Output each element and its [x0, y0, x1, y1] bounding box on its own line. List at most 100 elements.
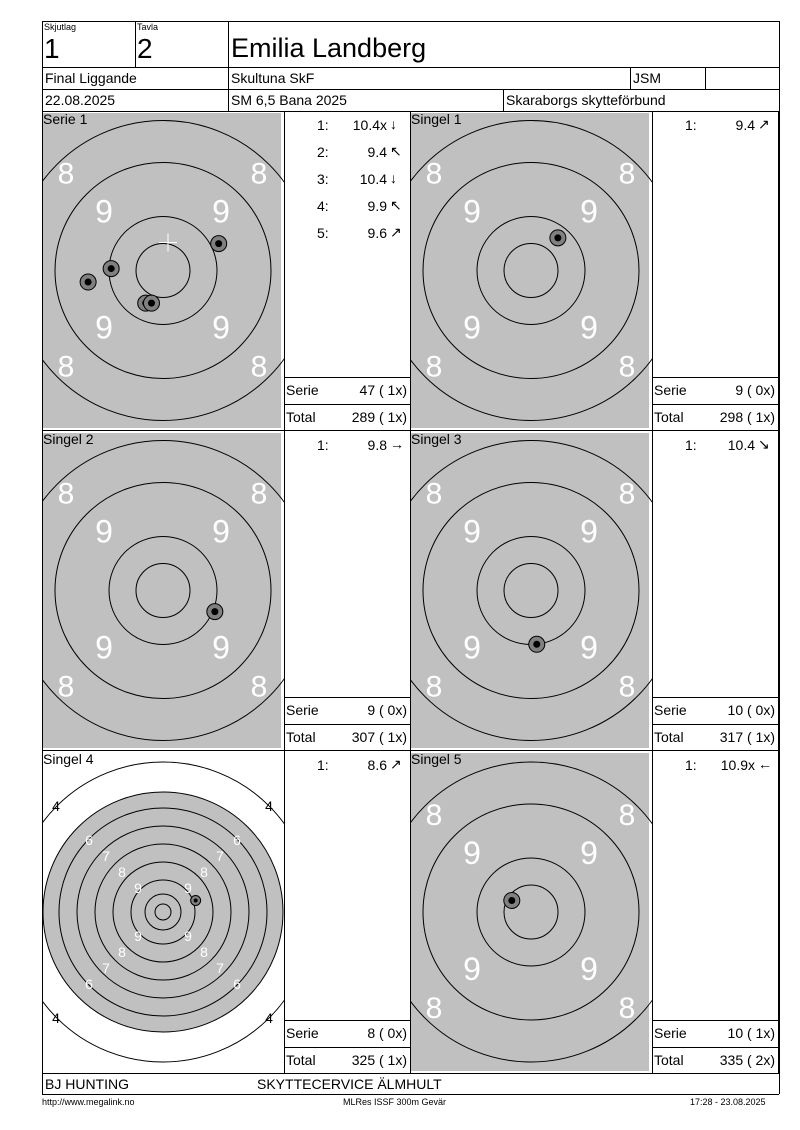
- serie-label: Serie: [654, 382, 687, 398]
- shot-center: [193, 898, 198, 903]
- total-value: 289 ( 1x): [351, 409, 407, 425]
- target-background: [411, 753, 649, 1071]
- tavla-value: 2: [137, 33, 153, 64]
- target-background: [411, 433, 649, 748]
- shot-value: 10.4: [727, 437, 755, 453]
- target-ring: [422, 803, 640, 1021]
- serie-label: Serie: [286, 1025, 319, 1041]
- shot-center: [147, 299, 155, 307]
- target-ring: [411, 120, 653, 421]
- panel-label: Singel 5: [411, 751, 462, 767]
- ring-number: 9: [184, 880, 192, 896]
- shot-direction-icon: ↓: [390, 170, 397, 186]
- serie-label: Serie: [654, 1025, 687, 1041]
- tavla-label: Tavla: [137, 22, 159, 32]
- ring-number: 8: [619, 158, 636, 191]
- ring-number: 9: [580, 310, 598, 346]
- shot-center: [211, 608, 219, 616]
- target-background: [43, 433, 281, 748]
- shot-direction-icon: ↗: [390, 756, 402, 772]
- target-ring: [94, 843, 232, 981]
- shot-direction-icon: ↗: [758, 116, 770, 132]
- serie-value: 10 ( 1x): [727, 1025, 775, 1041]
- ring-number: 5: [249, 814, 257, 830]
- target-ring: [58, 807, 268, 1017]
- total-label: Total: [286, 1052, 316, 1068]
- shot-direction-icon: ↓: [390, 116, 397, 132]
- footer-timestamp: 17:28 - 23.08.2025: [690, 1097, 766, 1107]
- competition-name: SM 6,5 Bana 2025: [231, 92, 347, 108]
- ring-number: 8: [619, 799, 636, 832]
- target-ring: [54, 162, 272, 379]
- ring-number: 8: [251, 351, 268, 384]
- serie-label: Serie: [286, 702, 319, 718]
- shot-value: 9.4: [735, 117, 755, 133]
- ring-number: 8: [58, 158, 75, 191]
- target-ring: [422, 162, 640, 379]
- ring-number: 8: [619, 992, 636, 1025]
- target-ring: [503, 563, 559, 618]
- ring-number: 9: [212, 630, 230, 666]
- shooter-name: Emilia Landberg: [231, 33, 427, 63]
- shot-number: 1:: [685, 117, 697, 133]
- club-name: Skultuna SkF: [231, 70, 315, 86]
- total-label: Total: [286, 409, 316, 425]
- total-value: 335 ( 2x): [719, 1052, 775, 1068]
- serie-label: Serie: [286, 382, 319, 398]
- ring-number: 7: [102, 848, 110, 864]
- target-ring: [411, 761, 653, 1063]
- ring-number: 9: [95, 310, 113, 346]
- serie-value: 47 ( 1x): [359, 382, 407, 398]
- target-ring: [503, 243, 559, 298]
- ring-number: 8: [118, 944, 126, 960]
- ring-number: 9: [463, 951, 481, 987]
- ring-number: 8: [426, 992, 443, 1025]
- total-value: 307 ( 1x): [351, 729, 407, 745]
- shot-direction-icon: ↖: [390, 143, 402, 159]
- ring-number: 6: [85, 976, 93, 992]
- serie-value: 8 ( 0x): [367, 1025, 407, 1041]
- ring-number: 6: [85, 832, 93, 848]
- shot-number: 3:: [317, 171, 329, 187]
- ring-number: 9: [580, 194, 598, 230]
- ring-number: 9: [580, 630, 598, 666]
- shot-center: [554, 234, 562, 242]
- shot-number: 1:: [317, 757, 329, 773]
- target-ring: [144, 893, 182, 931]
- panel-label: Singel 2: [43, 431, 94, 447]
- ring-number: 6: [233, 976, 241, 992]
- shot-value: 10.4: [359, 171, 387, 187]
- shot-number: 4:: [317, 198, 329, 214]
- ring-number: 4: [265, 1010, 273, 1026]
- ring-number: 8: [251, 671, 268, 704]
- ring-number: 8: [426, 478, 443, 511]
- shot-direction-icon: ↘: [758, 436, 770, 452]
- ring-number: 8: [251, 158, 268, 191]
- ring-number: 8: [426, 351, 443, 384]
- ring-number: 9: [463, 630, 481, 666]
- shot-center: [508, 896, 516, 904]
- shot-direction-icon: ←: [758, 756, 772, 772]
- ring-number: 6: [233, 832, 241, 848]
- ring-number: 7: [216, 848, 224, 864]
- panel-label: Singel 3: [411, 431, 462, 447]
- target-ring: [135, 243, 191, 298]
- shot-number: 5:: [317, 225, 329, 241]
- ring-number: 9: [212, 514, 230, 550]
- ring-number: 8: [619, 351, 636, 384]
- ring-number: 8: [426, 671, 443, 704]
- shot-value: 10.9x: [720, 757, 755, 773]
- shot-value: 8.6: [367, 757, 387, 773]
- panel-label: Serie 1: [43, 111, 88, 127]
- ring-number: 5: [249, 994, 257, 1010]
- ring-number: 9: [184, 928, 192, 944]
- ring-number: 9: [580, 835, 598, 871]
- date: 22.08.2025: [45, 92, 116, 108]
- shot-center: [107, 265, 115, 273]
- shot-number: 1:: [685, 757, 697, 773]
- target-background: [43, 792, 283, 1032]
